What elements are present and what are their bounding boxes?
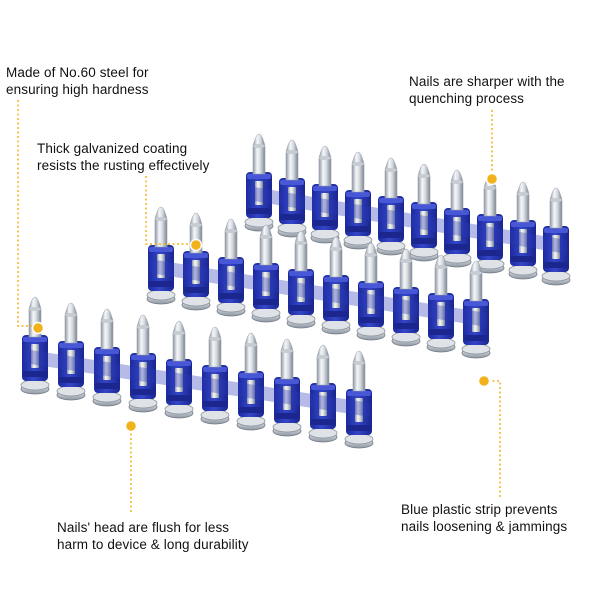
nail [128,314,158,413]
nail-strip [20,296,374,449]
nail [344,350,374,449]
nail [272,338,302,437]
callout-quenching-sharpness: Nails are sharper with the quenching pro… [409,73,565,107]
callout-galvanized-coating: Thick galvanized coating resists the rus… [37,140,209,174]
nail [181,212,211,311]
nail [442,169,472,268]
nail [391,248,421,347]
nail [461,260,491,359]
nail [146,206,176,305]
callout-leader [17,100,45,335]
callout-line: Nails' head are flush for less [57,520,230,535]
callout-leader [477,374,501,497]
nail [426,254,456,353]
nail [376,157,406,256]
plastic-band [248,186,567,254]
nail [20,296,50,395]
callout-line: Made of No.60 steel for [6,65,149,80]
plastic-band [24,349,370,417]
callout-leader [485,110,499,186]
nail [321,236,351,335]
nail [236,332,266,431]
nail [200,326,230,425]
callout-line: Nails are sharper with the [409,74,565,89]
callout-line: nails loosening & jammings [401,519,568,534]
callout-line: Thick galvanized coating [37,141,188,156]
callout-line: resists the rusting effectively [37,158,210,173]
nail [92,308,122,407]
nail [508,181,538,280]
nail [475,175,505,274]
callout-dot [477,374,491,388]
nail [308,344,338,443]
nail [244,133,274,232]
nail [310,145,340,244]
callout-flush-heads: Nails' head are flush for less harm to d… [57,519,249,553]
callout-plastic-strip: Blue plastic strip prevents nails loosen… [401,501,567,535]
nail [56,302,86,401]
nail [356,242,386,341]
callout-dot [485,172,499,186]
nail [343,151,373,250]
nail [251,224,281,323]
callout-leader [145,176,203,252]
callout-leader [124,419,138,512]
plastic-band [150,259,487,327]
nail [164,320,194,419]
callout-dot [124,419,138,433]
nail-strip [146,206,491,359]
callout-line: harm to device & long durability [57,537,249,552]
nail [286,230,316,329]
callout-dot [189,238,203,252]
callout-line: ensuring high hardness [6,82,149,97]
nail [409,163,439,262]
callout-line: quenching process [409,91,525,106]
callout-line: Blue plastic strip prevents [401,502,558,517]
callout-dot [31,321,45,335]
nail [216,218,246,317]
callout-steel-hardness: Made of No.60 steel for ensuring high ha… [6,64,149,98]
nail [541,187,571,286]
nail [277,139,307,238]
nail-strip [244,133,571,286]
